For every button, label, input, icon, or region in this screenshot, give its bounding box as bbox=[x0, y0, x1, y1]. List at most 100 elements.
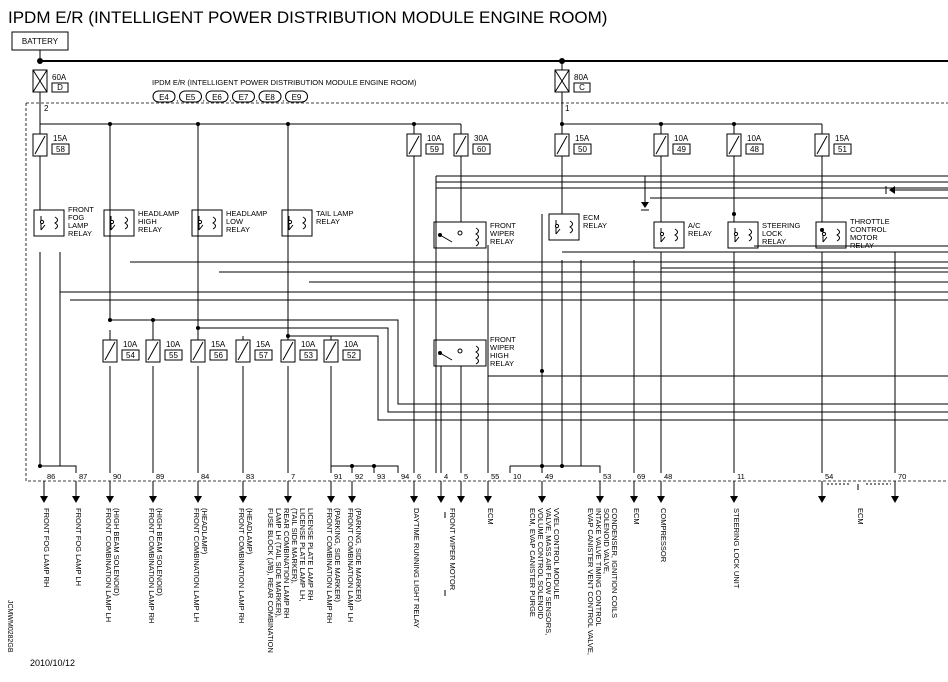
svg-text:,: , bbox=[176, 94, 178, 103]
svg-text:A/C: A/C bbox=[688, 221, 701, 230]
svg-text:15A: 15A bbox=[53, 134, 68, 143]
output-destination: EVAP CANISTER VENT CONTROL VALVE,INTAKE … bbox=[586, 481, 619, 655]
output-destination: ECM bbox=[856, 508, 865, 525]
svg-text:,: , bbox=[256, 94, 258, 103]
svg-text:DAYTIME RUNNING LIGHT RELAY: DAYTIME RUNNING LIGHT RELAY bbox=[412, 508, 421, 628]
output-destination: FRONT FOG LAMP LH bbox=[72, 481, 83, 586]
terminal-54: 54 bbox=[825, 472, 833, 481]
svg-text:E4: E4 bbox=[159, 93, 169, 102]
svg-text:FOG: FOG bbox=[68, 213, 84, 222]
svg-text:10A: 10A bbox=[674, 134, 689, 143]
output-destination: FRONT COMBINATION LAMP LH(HIGH BEAM SOLE… bbox=[104, 481, 121, 622]
connector-tag: E5 bbox=[179, 90, 202, 103]
svg-text:10A: 10A bbox=[427, 134, 442, 143]
svg-text:10A: 10A bbox=[301, 340, 316, 349]
svg-text:C: C bbox=[579, 83, 585, 92]
svg-text:ECM, EVAP CANISTER PURGE: ECM, EVAP CANISTER PURGE bbox=[528, 508, 537, 617]
svg-text:VOLUME CONTROL SOLENOID: VOLUME CONTROL SOLENOID bbox=[536, 508, 545, 620]
svg-text:RELAY: RELAY bbox=[490, 359, 514, 368]
module-boundary bbox=[25, 102, 948, 482]
output-destination: FRONT COMBINATION LAMP LH(PARKING, SIDE … bbox=[346, 481, 363, 622]
terminal-10: 10 bbox=[513, 472, 521, 481]
svg-text:10A: 10A bbox=[123, 340, 138, 349]
svg-text:FRONT FOG LAMP LH: FRONT FOG LAMP LH bbox=[74, 508, 83, 586]
svg-text:E6: E6 bbox=[212, 93, 222, 102]
svg-text:60A: 60A bbox=[52, 73, 67, 82]
svg-text:SOLENOID VALVE,: SOLENOID VALVE, bbox=[602, 508, 611, 574]
output-destination: FRONT FOG LAMP RH bbox=[40, 481, 51, 587]
svg-text:HIGH: HIGH bbox=[490, 351, 509, 360]
module-label: IPDM E/R (INTELLIGENT POWER DISTRIBUTION… bbox=[152, 78, 417, 87]
svg-text:FRONT COMBINATION LAMP RH: FRONT COMBINATION LAMP RH bbox=[325, 508, 334, 623]
svg-text:RELAY: RELAY bbox=[138, 225, 162, 234]
svg-text:ECM: ECM bbox=[583, 213, 600, 222]
relay-group: FRONTFOGLAMPRELAYHEADLAMPHIGHRELAYHEADLA… bbox=[33, 205, 890, 368]
connector-tag: E7 bbox=[232, 90, 255, 103]
terminal-11: 11 bbox=[737, 472, 745, 481]
svg-text:STEERING: STEERING bbox=[762, 221, 801, 230]
svg-text:FRONT: FRONT bbox=[490, 221, 516, 230]
output-destination: FRONT COMBINATION LAMP RH(PARKING, SIDE … bbox=[325, 481, 342, 623]
terminal-7: 7 bbox=[291, 472, 295, 481]
svg-text:,: , bbox=[203, 94, 205, 103]
svg-text:60: 60 bbox=[477, 145, 486, 154]
terminal-70: 70 bbox=[898, 472, 906, 481]
svg-text:E5: E5 bbox=[186, 93, 196, 102]
svg-text:59: 59 bbox=[430, 145, 439, 154]
diagram-code: JCMWM0282GB bbox=[6, 600, 13, 653]
terminal-4: 4 bbox=[444, 472, 448, 481]
svg-text:ECM: ECM bbox=[856, 508, 865, 525]
output-destination: FRONT COMBINATION LAMP RH(HEADLAMP) bbox=[237, 481, 254, 623]
svg-text:15A: 15A bbox=[256, 340, 271, 349]
svg-text:E9: E9 bbox=[292, 93, 302, 102]
svg-text:E8: E8 bbox=[265, 93, 275, 102]
svg-text:COMPRESSOR: COMPRESSOR bbox=[659, 508, 668, 563]
terminal-94: 94 bbox=[401, 472, 409, 481]
svg-text:15A: 15A bbox=[211, 340, 226, 349]
svg-text:(HIGH BEAM SOLENOID): (HIGH BEAM SOLENOID) bbox=[155, 508, 164, 596]
svg-text:RELAY: RELAY bbox=[68, 229, 92, 238]
svg-text:RELAY: RELAY bbox=[490, 237, 514, 246]
terminal-5: 5 bbox=[464, 472, 468, 481]
svg-text:52: 52 bbox=[347, 351, 356, 360]
svg-text:50: 50 bbox=[578, 145, 587, 154]
svg-text:55: 55 bbox=[169, 351, 178, 360]
svg-text:10A: 10A bbox=[166, 340, 181, 349]
output-destination: STEERING LOCK UNIT bbox=[730, 481, 741, 589]
svg-text:FRONT COMBINATION LAMP RH: FRONT COMBINATION LAMP RH bbox=[237, 508, 246, 623]
svg-text:(PARKING, SIDE MARKER): (PARKING, SIDE MARKER) bbox=[354, 508, 363, 603]
svg-text:FRONT: FRONT bbox=[68, 205, 94, 214]
svg-text:LAMP: LAMP bbox=[68, 221, 88, 230]
output-group: FRONT FOG LAMP RH FRONT FOG LAMP LH FRONT … bbox=[40, 481, 899, 655]
svg-text:(TAIL SIDE MARKER),: (TAIL SIDE MARKER), bbox=[290, 508, 299, 584]
connector-list: E4,E5,E6,E7,E8,E9 bbox=[152, 90, 308, 103]
svg-text:15A: 15A bbox=[575, 134, 590, 143]
svg-text:D: D bbox=[57, 83, 63, 92]
output-destination: COMPRESSOR bbox=[657, 481, 668, 563]
svg-text:RELAY: RELAY bbox=[583, 221, 607, 230]
svg-text:49: 49 bbox=[677, 145, 686, 154]
svg-text:80A: 80A bbox=[574, 73, 589, 82]
svg-text:LICENSE PLATE LAMP LH,: LICENSE PLATE LAMP LH, bbox=[298, 508, 307, 602]
svg-text:FRONT COMBINATION LAMP LH: FRONT COMBINATION LAMP LH bbox=[192, 508, 201, 622]
svg-text:HIGH: HIGH bbox=[138, 217, 157, 226]
terminal-89: 89 bbox=[156, 472, 164, 481]
svg-text:VVEL CONTROL MODULE: VVEL CONTROL MODULE bbox=[552, 508, 561, 600]
terminal-87: 87 bbox=[79, 472, 87, 481]
